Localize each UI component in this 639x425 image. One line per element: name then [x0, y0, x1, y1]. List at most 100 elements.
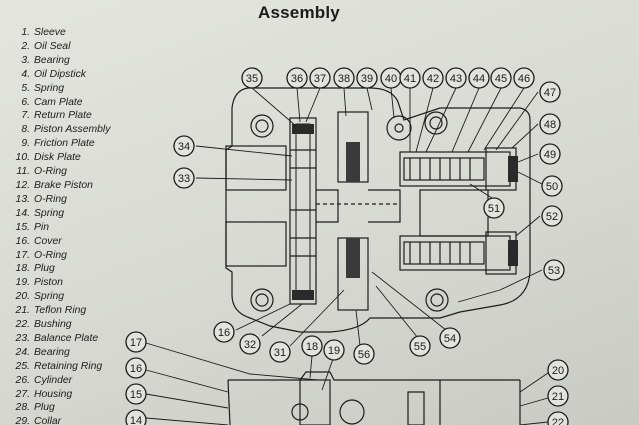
part-number: 12.	[15, 179, 30, 191]
callout-46: 46	[513, 67, 535, 89]
part-name: Oil Dipstick	[34, 68, 86, 80]
part-name: Teflon Ring	[34, 305, 87, 317]
left-port-block-lower	[225, 221, 287, 267]
left-spool-bore	[289, 117, 317, 305]
callout-label: 44	[473, 73, 485, 85]
part-name: Retaining Ring	[34, 360, 103, 372]
callout-49: 49	[539, 143, 561, 165]
part-name: O-Ring	[34, 193, 67, 205]
callout-label: 32	[244, 339, 256, 351]
bolt-hole	[424, 111, 448, 135]
part-name: Cam Plate	[34, 96, 83, 108]
callout-39: 39	[356, 67, 378, 89]
part-name: Cylinder	[34, 374, 73, 386]
part-number: 29.	[15, 416, 30, 425]
part-name: Piston Assembly	[34, 124, 111, 136]
part-name: Piston	[34, 277, 63, 289]
part-name: Spring	[34, 291, 65, 303]
part-number: 2.	[21, 40, 30, 52]
callout-38: 38	[333, 67, 355, 89]
callout-32: 32	[239, 333, 261, 355]
callout-31: 31	[269, 341, 291, 363]
part-number: 5.	[21, 82, 30, 94]
callout-33: 33	[173, 167, 195, 189]
part-number: 1.	[21, 27, 30, 38]
part-name: Disk Plate	[34, 152, 81, 164]
callout-55: 55	[409, 335, 431, 357]
part-name: O-Ring	[34, 166, 67, 178]
callout-50: 50	[541, 175, 563, 197]
callout-label: 50	[546, 181, 558, 193]
part-name: Spring	[34, 207, 65, 219]
callout-label: 43	[450, 73, 462, 85]
part-list-item: 15.Pin	[4, 221, 110, 235]
part-list-item: 20. Spring	[4, 290, 110, 304]
callout-16: 16	[125, 357, 147, 379]
callout-label: 18	[306, 341, 318, 353]
part-name: O-Ring	[34, 249, 67, 261]
part-number: 20.	[15, 291, 30, 303]
leader-lines	[145, 87, 549, 425]
part-list-item: 24.Bearing	[4, 346, 110, 360]
part-number: 25.	[15, 360, 30, 372]
callout-label: 42	[427, 73, 439, 85]
callout-label: 38	[338, 73, 350, 85]
part-name: Cover	[34, 235, 62, 247]
callout-21: 21	[547, 385, 569, 407]
callout-48: 48	[539, 113, 561, 135]
callout-51: 51	[483, 197, 505, 219]
callout-34: 34	[173, 135, 195, 157]
callout-20: 20	[547, 359, 569, 381]
part-number: 22.	[15, 319, 30, 331]
part-number: 21.	[15, 305, 30, 317]
part-list-item: 19. Piston	[4, 276, 110, 290]
callout-14: 14	[125, 409, 147, 425]
part-list-item: 17.O-Ring	[4, 249, 110, 263]
callout-45: 45	[490, 67, 512, 89]
callout-label: 51	[488, 203, 500, 215]
callout-35: 35	[241, 67, 263, 89]
callout-15: 15	[125, 383, 147, 405]
page-title: Assembly	[258, 3, 340, 22]
callout-40: 40	[380, 67, 402, 89]
callout-41: 41	[399, 67, 421, 89]
part-number: 11.	[16, 166, 30, 178]
part-list-item: 25. Retaining Ring	[4, 360, 110, 374]
callout-label: 34	[178, 141, 190, 153]
callout-label: 39	[361, 73, 373, 85]
callout-53: 53	[543, 259, 565, 281]
part-list-item: 4. Oil Dipstick	[4, 68, 110, 82]
callout-label: 16	[218, 327, 230, 339]
callout-label: 15	[130, 389, 142, 401]
part-name: Oil Seal	[34, 40, 71, 52]
part-list-item: 13. O-Ring	[4, 193, 110, 207]
part-number: 6.	[21, 96, 30, 108]
part-number: 26.	[15, 374, 30, 386]
part-list-item: 9. Friction Plate	[4, 137, 110, 151]
callout-label: 53	[548, 265, 560, 277]
part-number: 19.	[15, 277, 30, 289]
lower-assembly-outline	[227, 371, 521, 425]
part-name: Friction Plate	[34, 138, 95, 150]
callout-label: 36	[291, 73, 303, 85]
callout-label: 55	[414, 341, 426, 353]
callout-label: 52	[546, 211, 558, 223]
callout-label: 17	[130, 337, 142, 349]
port-circle	[386, 115, 412, 141]
part-number: 9.	[21, 138, 30, 150]
part-number: 10.	[15, 152, 30, 164]
part-number: 13.	[15, 193, 30, 205]
callout-label: 16	[130, 363, 142, 375]
part-number: 7.	[21, 110, 30, 122]
relief-valve-lower	[399, 231, 518, 275]
part-number: 28.	[15, 402, 30, 414]
right-cavity	[419, 189, 489, 237]
part-number: 18.	[15, 263, 30, 275]
part-number: 4.	[21, 68, 30, 80]
callout-42: 42	[422, 67, 444, 89]
callout-54: 54	[439, 327, 461, 349]
part-name: Spring	[34, 82, 65, 94]
